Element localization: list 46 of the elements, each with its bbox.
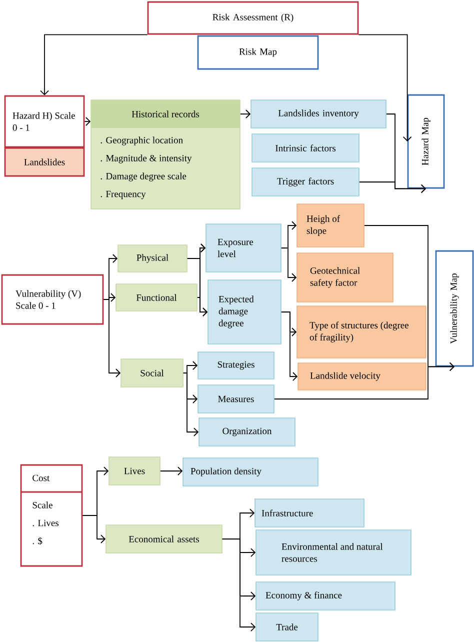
arrow — [222, 538, 256, 632]
map-box: Vulnerability Map — [435, 250, 474, 367]
arrow — [358, 34, 412, 142]
parameter-box: Heigh of slope — [296, 204, 364, 248]
category-box: Lives — [108, 456, 160, 486]
factor-box: Landslides inventory — [250, 100, 386, 128]
factor-box: Organization — [198, 418, 296, 446]
parameter-box: Landslide velocity — [298, 362, 426, 390]
factor-box: Infrastructure — [254, 498, 364, 528]
arrow — [82, 515, 106, 544]
category-box: Social — [120, 358, 184, 388]
factor-box: Expected damage degree — [208, 280, 282, 344]
category-box: Economical assets — [106, 524, 222, 554]
factor-box: Economy & finance — [256, 582, 396, 610]
hazard-box: Hazard H) Scale 0 - 1 — [4, 95, 85, 148]
category-box: Functional — [116, 284, 198, 312]
factor-box: Environmental and natural resources — [256, 530, 412, 576]
cost-box: Cost Scale . Lives . $ — [20, 464, 83, 567]
factor-box: Intrinsic factors — [252, 134, 360, 162]
factor-box: Population density — [182, 458, 318, 486]
arrow — [280, 248, 297, 282]
factor-box: Measures — [198, 384, 274, 414]
arrow — [160, 466, 183, 476]
title-box: Risk Assessment (R) — [147, 1, 359, 35]
records-box: Historical records . Geographic location . Magnitude & intensity . Damage degree scale . Frequency — [90, 100, 240, 210]
arrow — [84, 117, 91, 126]
arrow — [358, 182, 426, 194]
arrow — [182, 372, 199, 436]
map-box: Hazard Map — [407, 94, 445, 189]
parameter-box: Geotechnical safety factor — [296, 252, 394, 302]
factor-box: Trigger factors — [252, 168, 360, 196]
map-box: Risk Map — [197, 35, 319, 70]
arrow — [280, 312, 298, 381]
arrow — [196, 244, 206, 298]
arrow — [240, 110, 251, 118]
factor-box: Trade — [256, 612, 318, 642]
factor-box: Strategies — [198, 352, 274, 380]
hazard-type-box: Landslides — [4, 147, 85, 177]
factor-box: Exposure level — [206, 224, 282, 272]
vulnerability-box: Vulnerability (V) Scale 0 - 1 — [1, 274, 104, 325]
arrow — [274, 362, 454, 400]
arrow — [40, 34, 148, 96]
category-box: Physical — [118, 244, 188, 272]
arrow — [103, 299, 121, 378]
arrow — [196, 297, 208, 316]
parameter-box: Type of structures (degree of fragility) — [296, 306, 426, 358]
